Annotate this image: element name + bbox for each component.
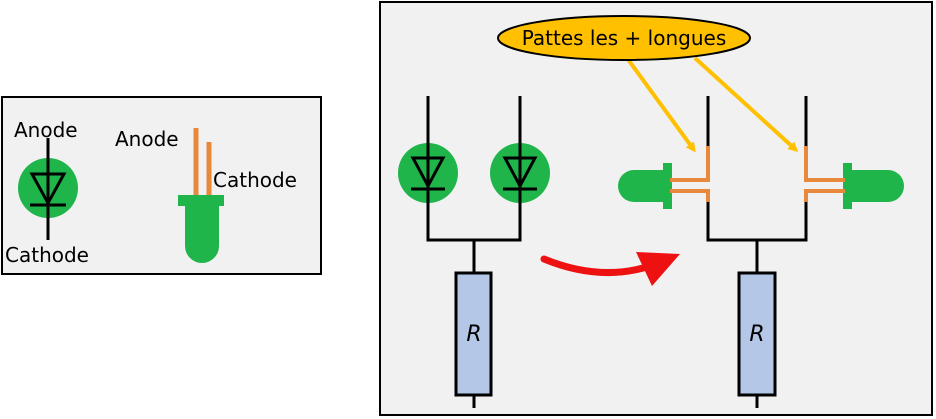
callout-text: Pattes les + longues	[522, 26, 727, 50]
symbol-anode-label: Anode	[14, 118, 78, 142]
led-cathode-label: Cathode	[213, 168, 297, 192]
right-resistor-body	[737, 271, 777, 397]
led-right-rim	[843, 163, 852, 209]
legend-panel: Anode Cathode Anode Cathode	[1, 96, 322, 275]
schematic-physical: R	[618, 96, 904, 408]
left-resistor-label: R	[466, 322, 481, 347]
circuit-panel: R	[379, 1, 933, 416]
diode-1-triangle	[410, 156, 446, 190]
callout-arrow-left	[625, 56, 696, 153]
led-component	[178, 128, 224, 263]
right-resistor-label: R	[749, 322, 764, 347]
led-anode-label: Anode	[115, 127, 179, 151]
led-rim	[178, 195, 224, 206]
left-resistor-body	[454, 271, 493, 397]
callout-bubble	[497, 15, 751, 61]
led-left-body	[618, 170, 670, 202]
led-left-long-lead	[670, 146, 710, 182]
diode-symbol-triangle	[29, 172, 67, 207]
diode-2-triangle	[502, 156, 538, 190]
symbol-cathode-label: Cathode	[5, 243, 89, 267]
led-right-short-lead	[804, 189, 845, 202]
led-right-body	[850, 170, 904, 202]
schematic-symbols: R	[398, 96, 550, 408]
callout: Pattes les + longues	[497, 15, 799, 153]
diode-symbol	[18, 138, 78, 240]
led-body	[185, 205, 219, 263]
transition-arrow	[540, 252, 680, 286]
led-left-rim	[663, 163, 672, 209]
led-right-long-lead	[804, 146, 845, 182]
transition-arrow-shaft	[540, 255, 654, 276]
transition-arrow-head	[636, 252, 680, 286]
led-left-short-lead	[670, 189, 710, 202]
callout-arrow-right	[693, 56, 799, 153]
